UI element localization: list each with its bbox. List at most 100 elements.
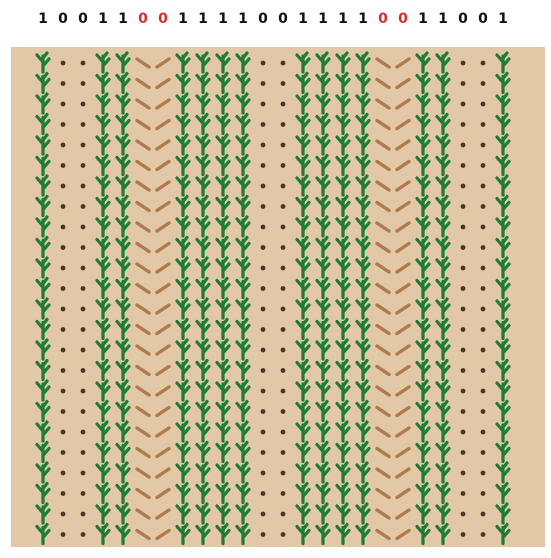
seedling-icon (117, 115, 129, 134)
seedling-icon (117, 197, 129, 216)
seed-dot (61, 450, 66, 455)
furrow-mark (137, 305, 149, 313)
seed-dot (61, 245, 66, 250)
bit-digit: 0 (56, 9, 70, 29)
seedling-icon (37, 484, 49, 503)
furrow-mark (377, 469, 389, 477)
seed-dot (461, 286, 466, 291)
seedling-icon (217, 238, 229, 257)
seedling-icon (437, 135, 449, 154)
furrow-mark (137, 490, 149, 498)
bit-digit: 1 (356, 9, 370, 29)
seedling-icon (97, 443, 109, 462)
furrow-mark (137, 408, 149, 416)
bit-digit: 1 (436, 9, 450, 29)
furrow-mark (397, 510, 409, 518)
seed-dot (61, 471, 66, 476)
furrow-mark (397, 141, 409, 149)
seedling-icon (317, 74, 329, 93)
seedling-icon (337, 443, 349, 462)
seedling-icon (417, 422, 429, 441)
seed-dot (261, 307, 266, 312)
furrow-mark (377, 367, 389, 375)
furrow-mark (137, 264, 149, 272)
seedling-icon (297, 176, 309, 195)
seed-dot (481, 184, 486, 189)
field-column-chevron-left (377, 59, 389, 539)
seedling-icon (297, 299, 309, 318)
seedling-icon (217, 135, 229, 154)
seed-dot (481, 266, 486, 271)
seedling-icon (117, 299, 129, 318)
furrow-mark (377, 531, 389, 539)
seedling-icon (437, 94, 449, 113)
seedling-icon (97, 197, 109, 216)
seedling-icon (177, 279, 189, 298)
field-column-plant (417, 53, 429, 544)
seedling-icon (217, 115, 229, 134)
seedling-icon (497, 402, 509, 421)
field-column-plant (177, 53, 189, 544)
seedling-icon (317, 217, 329, 236)
furrow-mark (157, 59, 169, 67)
seedling-icon (357, 258, 369, 277)
seedling-icon (437, 361, 449, 380)
bit-digit: 1 (96, 9, 110, 29)
seedling-icon (117, 463, 129, 482)
seed-dot (281, 61, 286, 66)
seed-dot (461, 327, 466, 332)
seedling-icon (297, 258, 309, 277)
seedling-icon (97, 94, 109, 113)
seedling-icon (217, 340, 229, 359)
seed-dot (261, 266, 266, 271)
field-column-chevron-right (157, 59, 169, 539)
seed-dot (281, 450, 286, 455)
bit-digit: 1 (176, 9, 190, 29)
bit-digit: 0 (376, 9, 390, 29)
seedling-icon (437, 422, 449, 441)
bit-digit: 1 (116, 9, 130, 29)
seedling-icon (197, 361, 209, 380)
field-column-plant (357, 53, 369, 544)
seedling-icon (337, 156, 349, 175)
seedling-icon (237, 156, 249, 175)
seedling-icon (497, 115, 509, 134)
seed-dot (461, 61, 466, 66)
seed-dot (81, 450, 86, 455)
seedling-icon (357, 381, 369, 400)
seedling-icon (197, 340, 209, 359)
furrow-mark (137, 367, 149, 375)
furrow-mark (377, 326, 389, 334)
seedling-icon (117, 381, 129, 400)
field-column-chevron-right (397, 59, 409, 539)
seedling-icon (317, 197, 329, 216)
seed-dot (61, 184, 66, 189)
seedling-icon (97, 484, 109, 503)
furrow-mark (157, 387, 169, 395)
seedling-icon (237, 53, 249, 72)
seedling-icon (217, 422, 229, 441)
seedling-icon (317, 299, 329, 318)
seedling-icon (217, 484, 229, 503)
seedling-icon (217, 381, 229, 400)
seedling-icon (197, 176, 209, 195)
seed-dot (281, 389, 286, 394)
seedling-icon (297, 94, 309, 113)
seedling-icon (337, 402, 349, 421)
seed-dot (281, 532, 286, 537)
seedling-icon (117, 443, 129, 462)
seedling-icon (177, 53, 189, 72)
furrow-mark (137, 203, 149, 211)
seedling-icon (117, 320, 129, 339)
seed-dot (61, 409, 66, 414)
furrow-mark (397, 80, 409, 88)
seedling-icon (297, 320, 309, 339)
seedling-icon (237, 361, 249, 380)
seedling-icon (97, 217, 109, 236)
seed-dot (461, 266, 466, 271)
seedling-icon (217, 504, 229, 523)
seed-dot (61, 348, 66, 353)
seedling-icon (237, 525, 249, 544)
seedling-icon (437, 156, 449, 175)
seed-dot (461, 204, 466, 209)
